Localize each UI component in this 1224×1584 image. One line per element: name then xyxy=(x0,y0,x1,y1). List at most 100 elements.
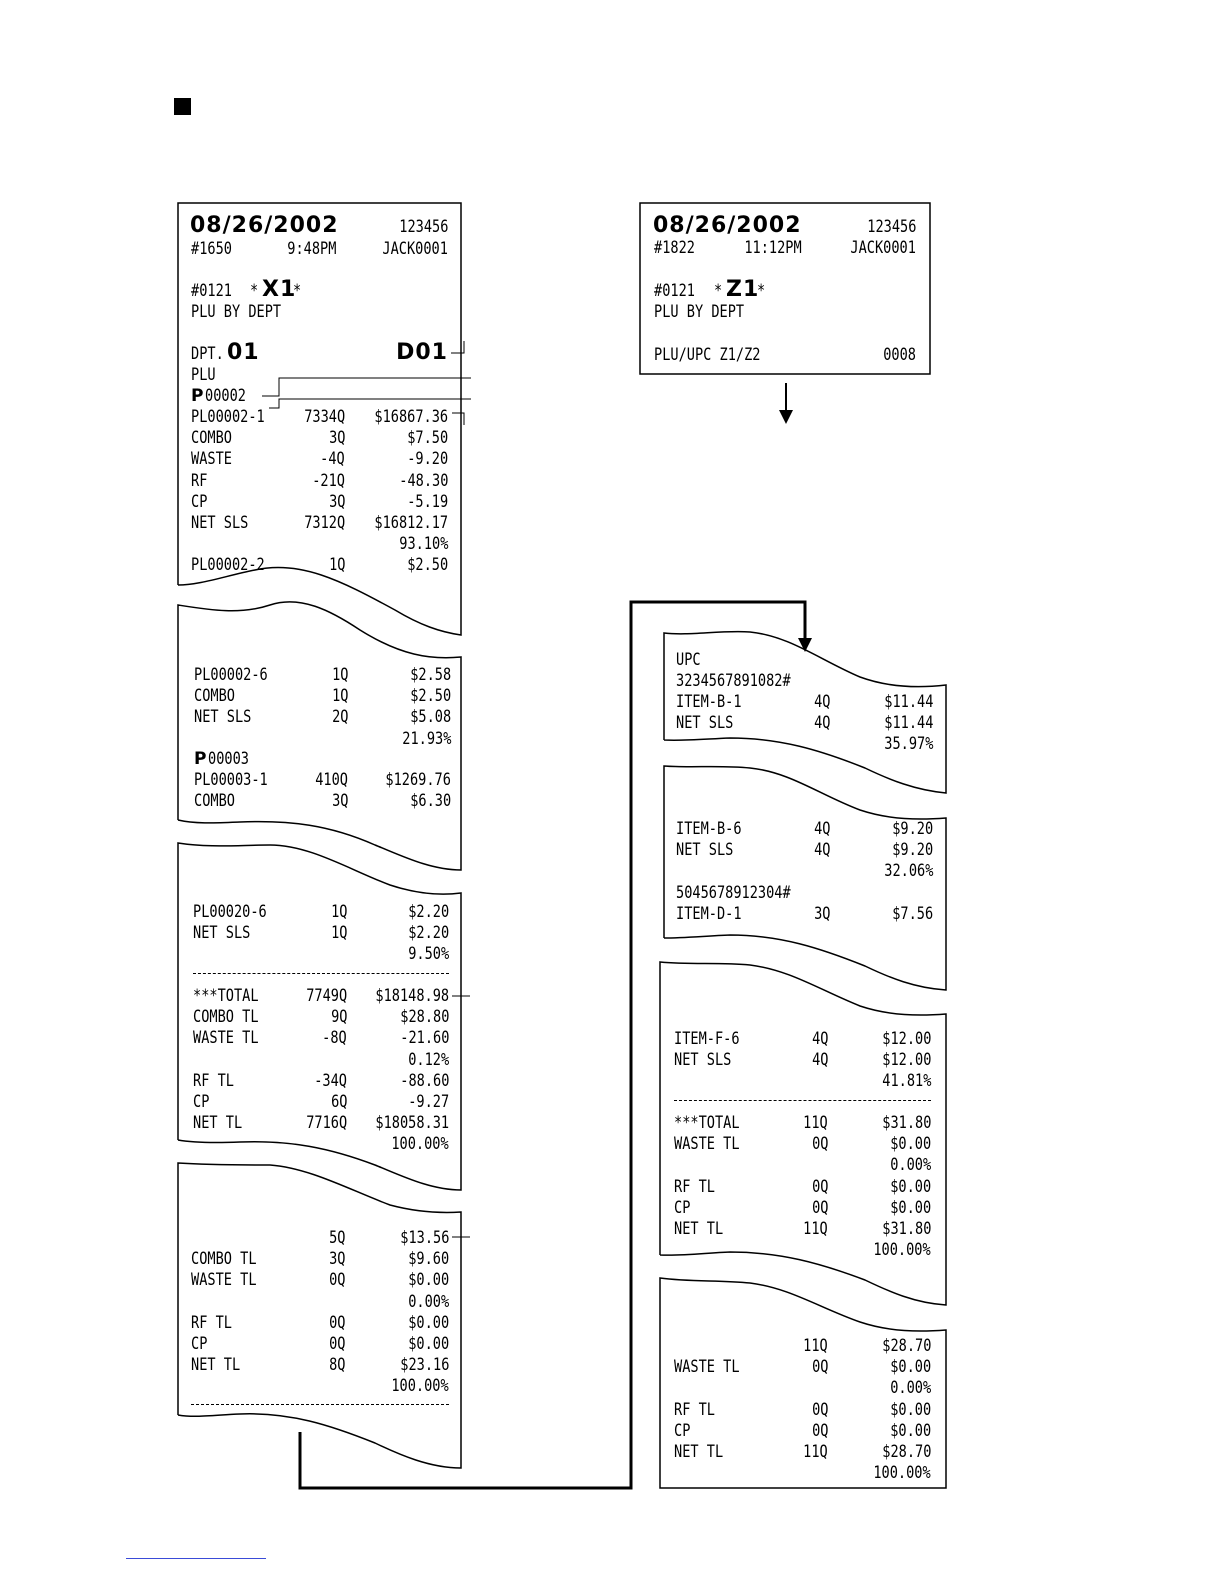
receipt-row-qty: 4Q xyxy=(811,1029,828,1049)
x-machine-no: 123456 xyxy=(398,217,448,237)
z-upc-code-1: 3234567891082# xyxy=(676,671,791,691)
receipt-row-amount: $13.56 xyxy=(399,1228,449,1248)
receipt-row-label: CP xyxy=(191,491,208,512)
receipt-row-amount: $2.58 xyxy=(410,665,451,685)
receipt-row-amount: $7.56 xyxy=(892,904,933,924)
z-time: 11:12PM xyxy=(744,238,802,258)
receipt-row-label: COMBO xyxy=(194,686,235,707)
x-receipt-paper-3 xyxy=(177,842,462,1191)
z-upc-code-2: 5045678912304# xyxy=(676,883,791,903)
z-clerk: JACK0001 xyxy=(850,238,916,258)
receipt-row-amount: $18148.98 xyxy=(375,986,449,1006)
receipt-row-qty: 4Q xyxy=(813,713,830,734)
receipt-row-label: WASTE TL xyxy=(674,1134,740,1155)
receipt-row-amount: -88.60 xyxy=(399,1070,449,1091)
flow-connector-line xyxy=(298,600,807,1490)
receipt-row-amount: 9.50% xyxy=(408,944,449,965)
receipt-row-label: PL00020-6 xyxy=(193,902,267,922)
z-receipt-paper-1 xyxy=(663,630,947,794)
receipt-row-qty: 0Q xyxy=(811,1420,828,1441)
receipt-row-label: RF TL xyxy=(674,1399,715,1420)
receipt-row-label: PL00003-1 xyxy=(194,770,268,790)
receipt-row-label: WASTE TL xyxy=(191,1270,257,1291)
x-report-no: #0121 xyxy=(191,281,232,301)
receipt-row-qty: 8Q xyxy=(328,1355,345,1376)
receipt-row-qty: 4Q xyxy=(811,1050,828,1071)
x-plu-no: 00002 xyxy=(205,386,246,406)
x-report-name: PLU BY DEPT xyxy=(191,302,282,322)
x-mode-star-left: * xyxy=(250,281,259,301)
receipt-row-amount: $2.20 xyxy=(408,902,449,922)
x-dept-code: D01 xyxy=(396,340,448,365)
receipt-row-label: COMBO TL xyxy=(193,1007,259,1028)
receipt-row-amount: $0.00 xyxy=(890,1420,931,1441)
z-consecutive-no: #1822 xyxy=(654,238,695,258)
receipt-row-label: NET SLS xyxy=(676,840,734,861)
receipt-row-amount: $28.70 xyxy=(881,1336,931,1356)
x-plu3-prefix: P xyxy=(194,749,207,769)
receipt-row-label: RF TL xyxy=(674,1176,715,1197)
receipt-row-amount: $31.80 xyxy=(881,1219,931,1239)
receipt-row-amount: 100.00% xyxy=(391,1376,449,1397)
receipt-row-label: CP xyxy=(193,1092,210,1112)
receipt-row-amount: 21.93% xyxy=(401,728,451,749)
receipt-row-amount: 0.00% xyxy=(408,1291,449,1312)
receipt-row-amount: $0.00 xyxy=(890,1134,931,1155)
receipt-row-amount: $6.30 xyxy=(410,791,451,812)
x-plu-prefix: P xyxy=(191,386,204,406)
leader-plu-item xyxy=(269,398,471,409)
receipt-row-amount: $2.20 xyxy=(408,923,449,944)
receipt-row-qty: 3Q xyxy=(331,791,348,812)
receipt-row-amount: $9.20 xyxy=(892,819,933,839)
receipt-row-qty: 3Q xyxy=(813,904,830,924)
z-receipt-paper-2 xyxy=(663,765,947,991)
z-date: 08/26/2002 xyxy=(653,213,802,238)
receipt-row-label: PL00002-2 xyxy=(191,555,265,576)
receipt-row-amount: 100.00% xyxy=(391,1134,449,1155)
receipt-row-qty: 11Q xyxy=(803,1219,828,1239)
receipt-row-label: NET SLS xyxy=(193,923,251,944)
z-receipt-header-paper xyxy=(639,202,931,375)
flow-arrow-head-icon xyxy=(798,638,812,652)
receipt-row-qty: 7716Q xyxy=(306,1113,347,1134)
receipt-row-amount: 32.06% xyxy=(883,861,933,882)
receipt-row-qty: 4Q xyxy=(813,692,830,712)
x-divider-2 xyxy=(191,1404,449,1405)
receipt-row-amount: $16867.36 xyxy=(374,407,448,427)
receipt-row-qty: -34Q xyxy=(314,1070,347,1091)
z-divider-1 xyxy=(674,1100,931,1101)
receipt-row-amount: $0.00 xyxy=(890,1357,931,1378)
receipt-row-label: NET SLS xyxy=(194,707,252,728)
x-plu3-no: 00003 xyxy=(208,749,249,769)
receipt-row-amount: $16812.17 xyxy=(374,513,448,533)
receipt-row-amount: -5.19 xyxy=(407,491,448,512)
receipt-row-label: NET SLS xyxy=(191,513,249,533)
receipt-row-amount: $31.80 xyxy=(881,1113,931,1133)
receipt-row-amount: $11.44 xyxy=(883,713,933,734)
receipt-row-amount: $0.00 xyxy=(408,1270,449,1291)
receipt-row-amount: $12.00 xyxy=(881,1050,931,1071)
receipt-row-label: RF TL xyxy=(191,1312,232,1333)
receipt-row-label: ITEM-B-1 xyxy=(676,692,742,712)
z-counter-label: PLU/UPC Z1/Z2 xyxy=(654,345,761,365)
x-time: 9:48PM xyxy=(286,239,336,259)
section-bullet-icon xyxy=(174,98,191,115)
receipt-row-amount: -9.20 xyxy=(407,449,448,470)
receipt-row-label: WASTE TL xyxy=(674,1357,740,1378)
receipt-row-amount: $2.50 xyxy=(410,686,451,707)
receipt-row-amount: 100.00% xyxy=(873,1240,931,1261)
receipt-row-amount: $0.00 xyxy=(408,1334,449,1354)
receipt-row-qty: 1Q xyxy=(328,555,345,576)
x-mode: X1 xyxy=(262,277,297,302)
receipt-row-label: NET TL xyxy=(674,1442,724,1462)
receipt-row-qty: 7312Q xyxy=(304,513,345,533)
x-dept-no: 01 xyxy=(227,340,260,365)
receipt-row-amount: $5.08 xyxy=(410,707,451,728)
receipt-row-amount: $0.00 xyxy=(890,1176,931,1197)
receipt-row-label: ITEM-B-6 xyxy=(676,819,742,839)
receipt-row-amount: -9.27 xyxy=(408,1092,449,1112)
receipt-row-qty: 0Q xyxy=(811,1197,828,1218)
x-divider-1 xyxy=(193,973,449,974)
receipt-row-label: CP xyxy=(191,1334,208,1354)
